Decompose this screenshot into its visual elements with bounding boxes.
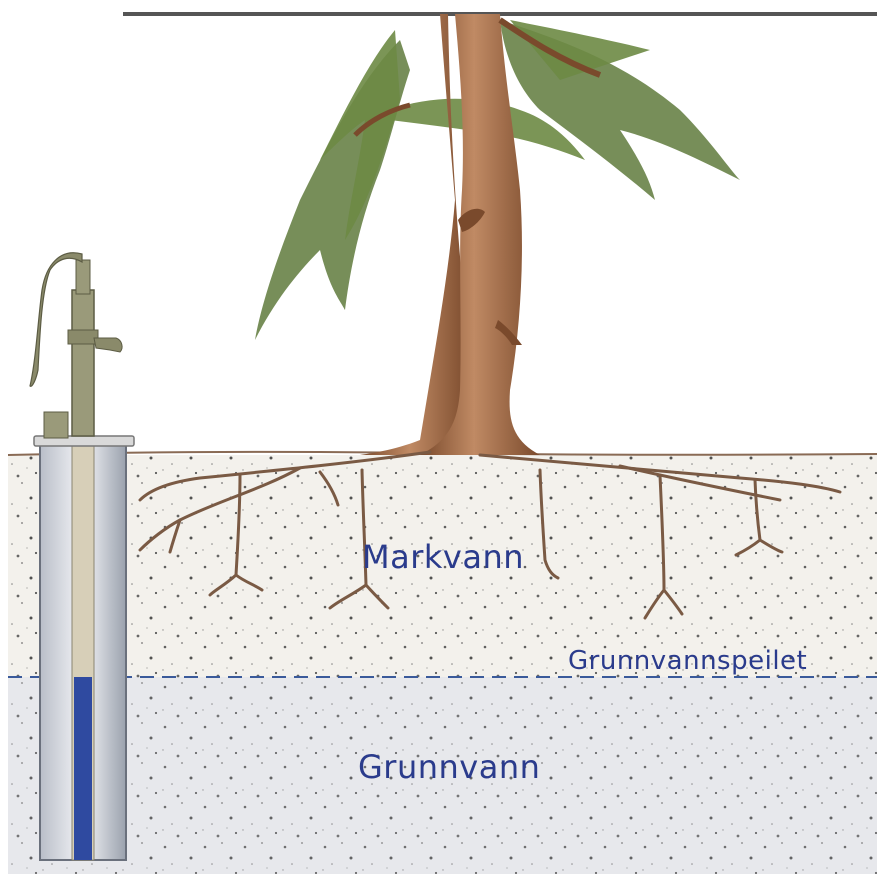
water-table-label: Grunnvannspeilet xyxy=(568,646,807,676)
soil-water-label: Markvann xyxy=(362,538,524,576)
groundwater-label: Grunnvann xyxy=(358,748,540,786)
well-pipe-icon xyxy=(34,436,134,860)
tree-icon xyxy=(255,14,740,455)
hand-pump-icon xyxy=(30,253,122,438)
